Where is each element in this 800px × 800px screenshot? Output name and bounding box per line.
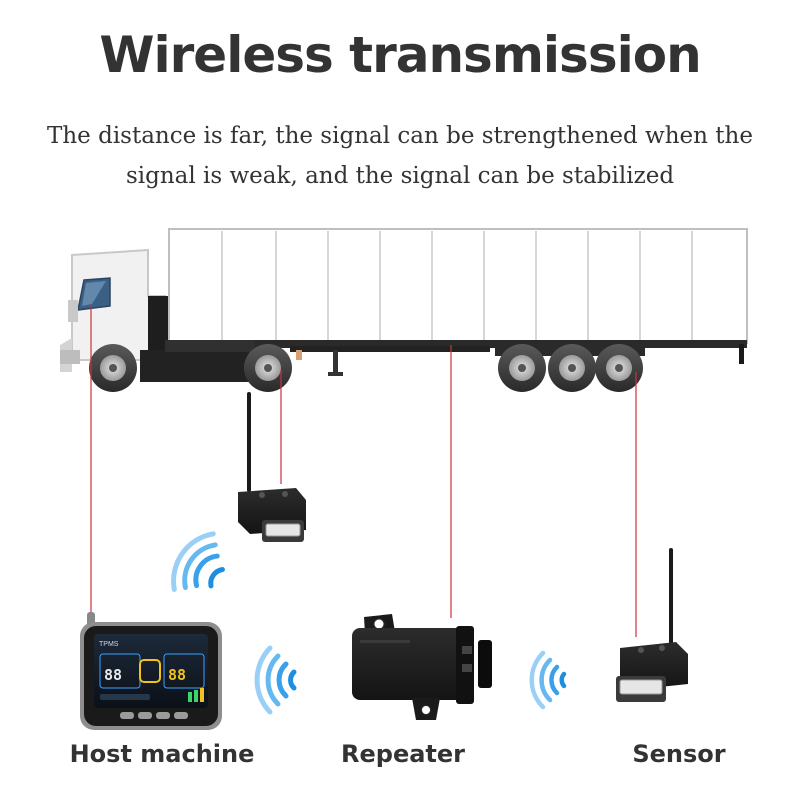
host-screen-reading-left: 88 [104, 666, 122, 684]
antenna-icon [247, 392, 251, 492]
wireless-signal-icon [171, 531, 225, 592]
wireless-signal-icon [529, 650, 567, 710]
page-subtitle: The distance is far, the signal can be s… [47, 123, 753, 189]
repeater-label: Repeater [341, 740, 465, 768]
host-monitor-icon: TPMS 88 88 [80, 612, 222, 730]
host-machine-label: Host machine [69, 740, 255, 768]
connector-lines [90, 305, 637, 637]
sensor-icon [616, 548, 688, 702]
sensor-label: Sensor [632, 740, 726, 768]
truck-wheels [89, 344, 643, 392]
antenna-sensor-upper [238, 392, 306, 542]
truck-illustration [60, 228, 748, 392]
wireless-signal-icon [254, 645, 297, 715]
host-screen-brand: TPMS [99, 641, 119, 648]
antenna-icon [669, 548, 673, 644]
page-title: Wireless transmission [99, 26, 701, 84]
repeater-icon [352, 614, 492, 720]
host-screen-reading-right: 88 [168, 666, 186, 684]
truck-cab [60, 248, 255, 382]
